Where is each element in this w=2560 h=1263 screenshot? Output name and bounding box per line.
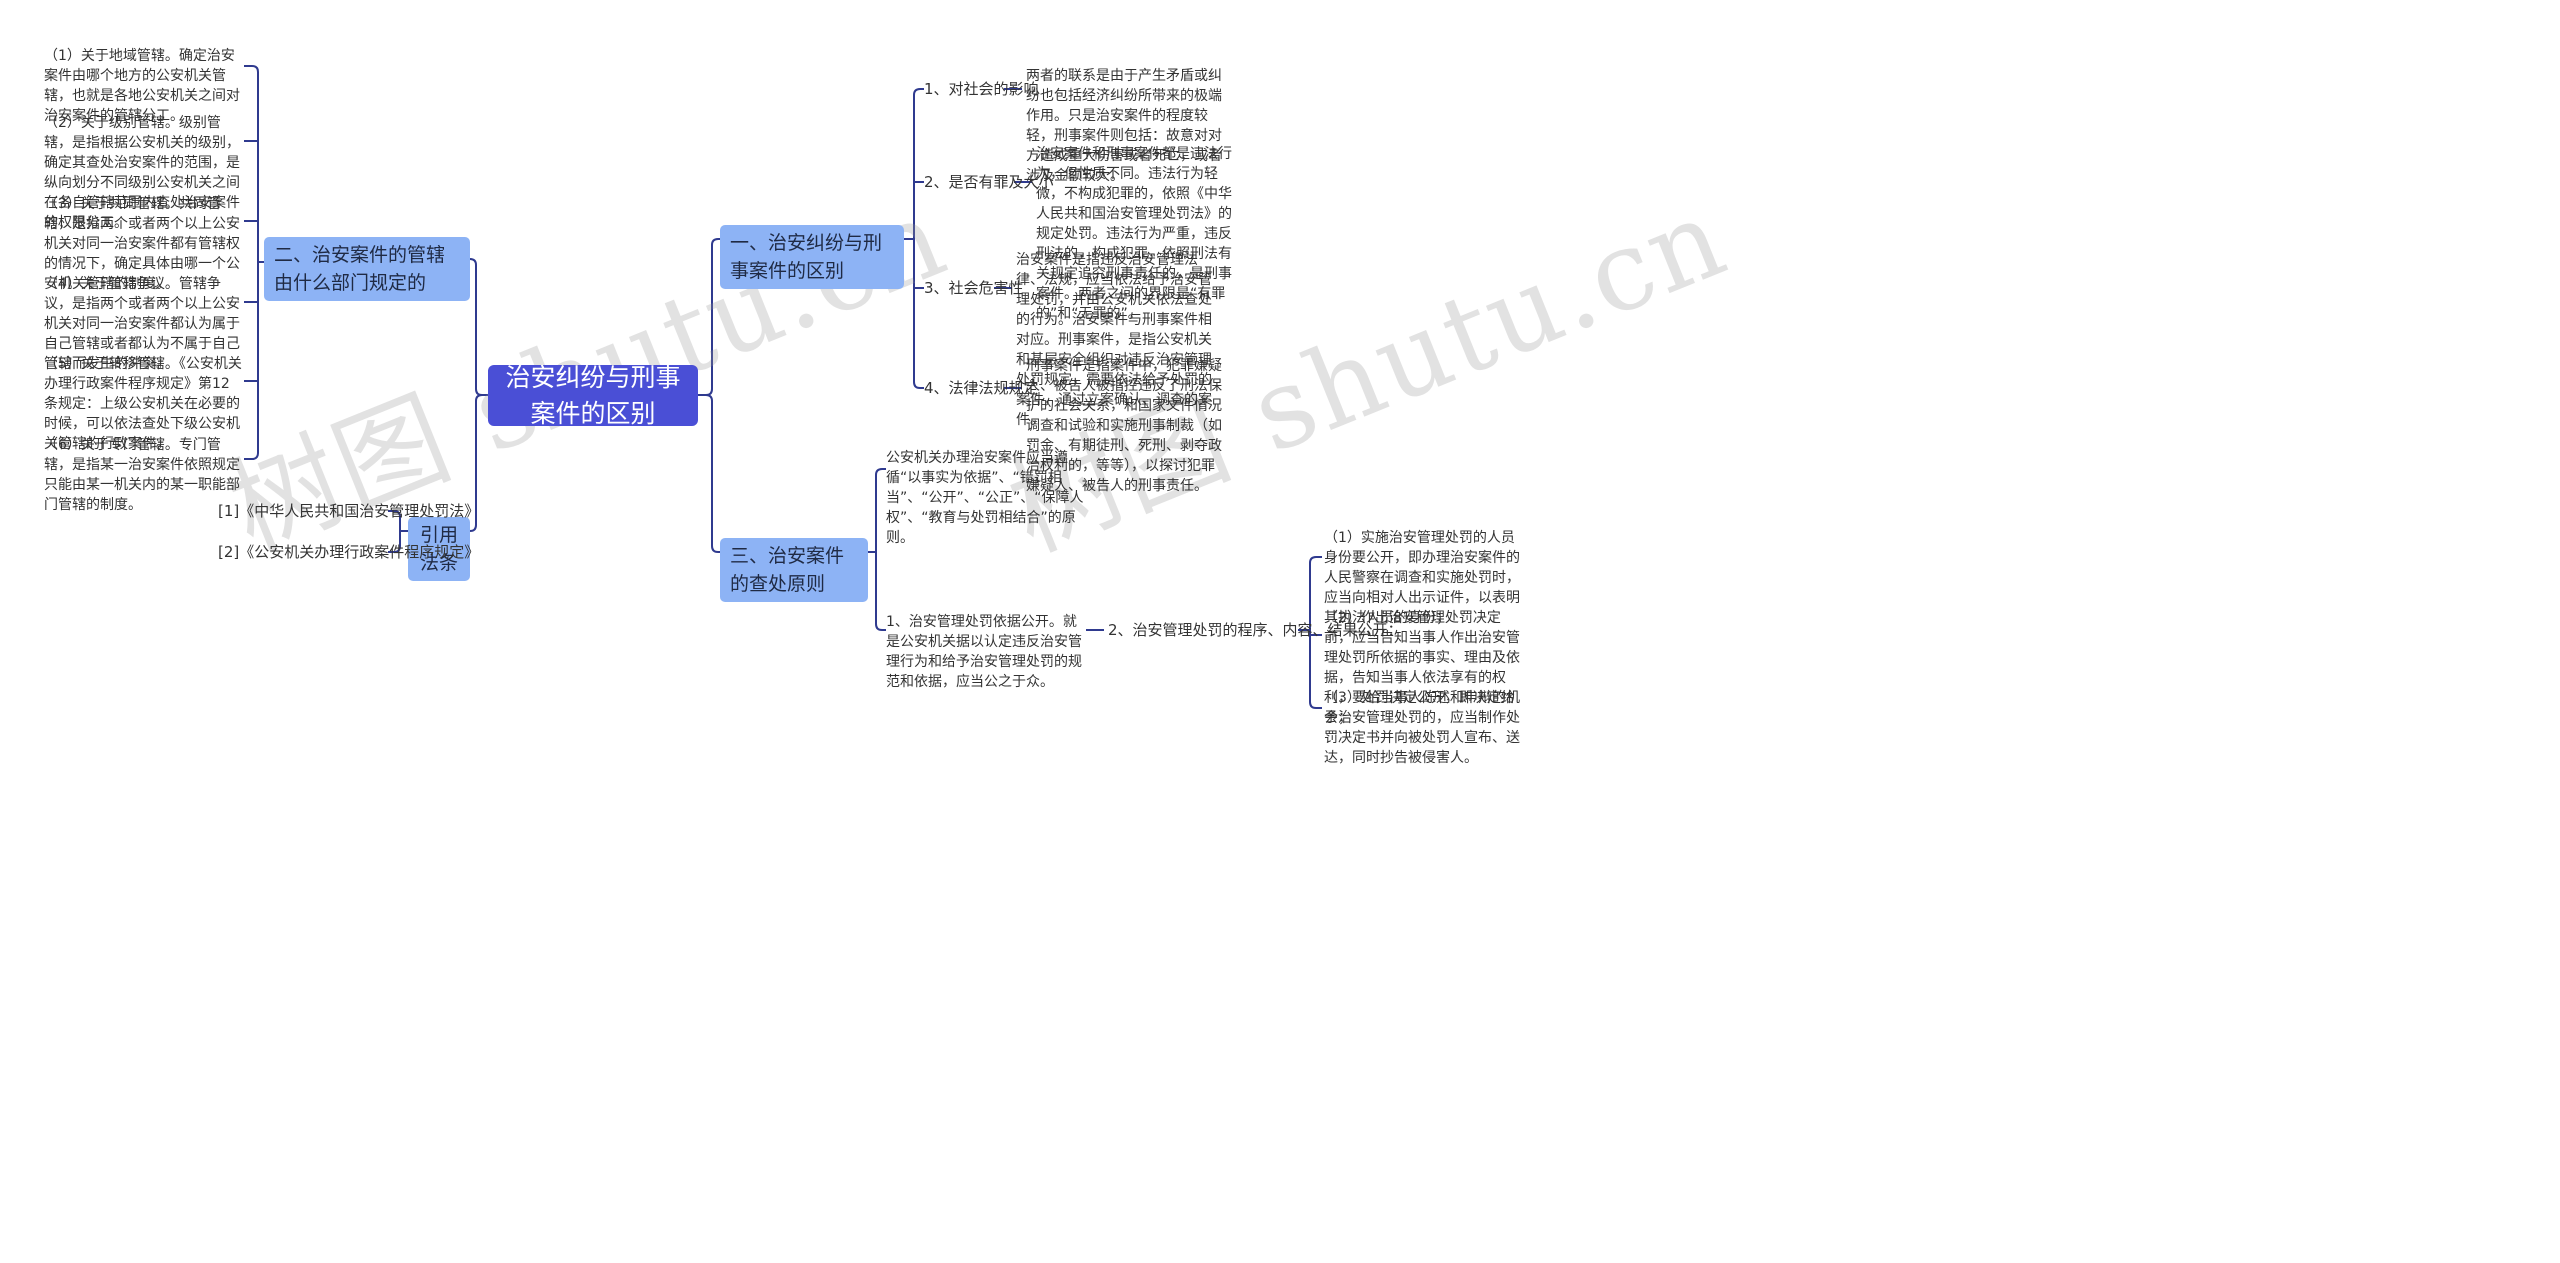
principles-text[interactable]: 公安机关办理治安案件应当遵循“以事实为依据”、“错罚相当”、“公开”、“公正”、… bbox=[886, 450, 1084, 546]
difference-label-1[interactable]: 1、对社会的影响 bbox=[924, 80, 1039, 98]
bracket-citations bbox=[388, 510, 408, 553]
bracket-procedure bbox=[1298, 556, 1322, 709]
bracket-difference bbox=[904, 88, 924, 389]
link-root-principles bbox=[705, 394, 720, 553]
jurisdiction-item-3[interactable]: （3）关于共同管辖。共同管辖，是指两个或者两个以上公安机关对同一治安案件都有管辖… bbox=[44, 196, 240, 292]
difference-text-3[interactable]: 治安案件是指违反治安管理法律、法规，应当依法给予治安管理处罚，并由公安机关依法查… bbox=[1016, 252, 1212, 428]
difference-label-4[interactable]: 4、法律法规规定 bbox=[924, 379, 1039, 397]
topic-jurisdiction[interactable]: 二、治安案件的管辖由什么部门规定的 bbox=[264, 237, 470, 301]
difference-label-2[interactable]: 2、是否有罪及大小 bbox=[924, 173, 1054, 191]
jurisdiction-item-4[interactable]: （4）关于管辖争议。管辖争议，是指两个或者两个以上公安机关对同一治安案件都认为属… bbox=[44, 276, 240, 372]
topic-difference-title: 一、治安纠纷与刑事案件的区别 bbox=[730, 232, 883, 282]
jurisdiction-item-1[interactable]: （1）关于地域管辖。确定治安案件由哪个地方的公安机关管辖，也就是各地公安机关之间… bbox=[44, 48, 240, 124]
link-root-difference bbox=[698, 238, 720, 396]
topic-principles[interactable]: 三、治安案件的查处原则 bbox=[720, 538, 868, 602]
jurisdiction-item-5[interactable]: （5）关于转移管辖。《公安机关办理行政案件程序规定》第12条规定：上级公安机关在… bbox=[44, 356, 242, 452]
citation-item-1[interactable]: [1]《中华人民共和国治安管理处罚法》 bbox=[218, 502, 480, 520]
topic-jurisdiction-title: 二、治安案件的管辖由什么部门规定的 bbox=[274, 244, 446, 294]
topic-difference[interactable]: 一、治安纠纷与刑事案件的区别 bbox=[720, 225, 904, 289]
procedure-label[interactable]: 2、治安管理处罚的程序、内容、结果公开： bbox=[1108, 621, 1403, 639]
link-root-jurisdiction bbox=[469, 258, 488, 396]
topic-citations-title: 引用法条 bbox=[419, 524, 458, 574]
bracket-principles bbox=[868, 468, 886, 631]
procedure-item-3[interactable]: （3）处罚决定公开，即决定给予治安管理处罚的，应当制作处罚决定书并向被处罚人宣布… bbox=[1324, 690, 1520, 766]
difference-text-1[interactable]: 两者的联系是由于产生矛盾或纠纷也包括经济纠纷所带来的极端作用。只是治安案件的程度… bbox=[1026, 68, 1222, 184]
difference-text-2[interactable]: 治安案件和刑事案件都是违法行为，但性质不同。违法行为轻微，不构成犯罪的，依照《中… bbox=[1036, 146, 1232, 322]
topic-citations[interactable]: 引用法条 bbox=[408, 517, 470, 581]
root-topic[interactable]: 治安纠纷与刑事案件的区别 bbox=[488, 363, 698, 428]
principles-basis-text[interactable]: 1、治安管理处罚依据公开。就是公安机关据以认定违反治安管理行为和给予治安管理处罚… bbox=[886, 614, 1082, 690]
topic-principles-title: 三、治安案件的查处原则 bbox=[730, 545, 845, 595]
jurisdiction-item-6[interactable]: （6）关于专门管辖。专门管辖，是指某一治安案件依照规定只能由某一机关内的某一职能… bbox=[44, 437, 240, 513]
root-topic-text: 治安纠纷与刑事案件的区别 bbox=[505, 362, 681, 428]
procedure-item-1[interactable]: （1）实施治安管理处罚的人员身份要公开，即办理治安案件的人民警察在调查和实施处罚… bbox=[1324, 530, 1520, 626]
bracket-jurisdiction bbox=[244, 65, 264, 460]
link-root-citations bbox=[469, 394, 483, 532]
difference-text-4[interactable]: 刑事案件是指案件中，犯罪嫌疑人、被告人被指控违反了刑法保护的社会关系，和国家文件… bbox=[1026, 358, 1222, 494]
difference-label-3[interactable]: 3、社会危害性 bbox=[924, 279, 1024, 297]
jurisdiction-item-2[interactable]: （2）关于级别管辖。级别管辖，是指根据公安机关的级别，确定其查处治安案件的范围，… bbox=[44, 115, 240, 231]
citation-item-2[interactable]: [2]《公安机关办理行政案件程序规定》 bbox=[218, 543, 480, 561]
procedure-item-2[interactable]: （2）作出治安管理处罚决定前，应当告知当事人作出治安管理处罚所依据的事实、理由及… bbox=[1324, 610, 1520, 726]
